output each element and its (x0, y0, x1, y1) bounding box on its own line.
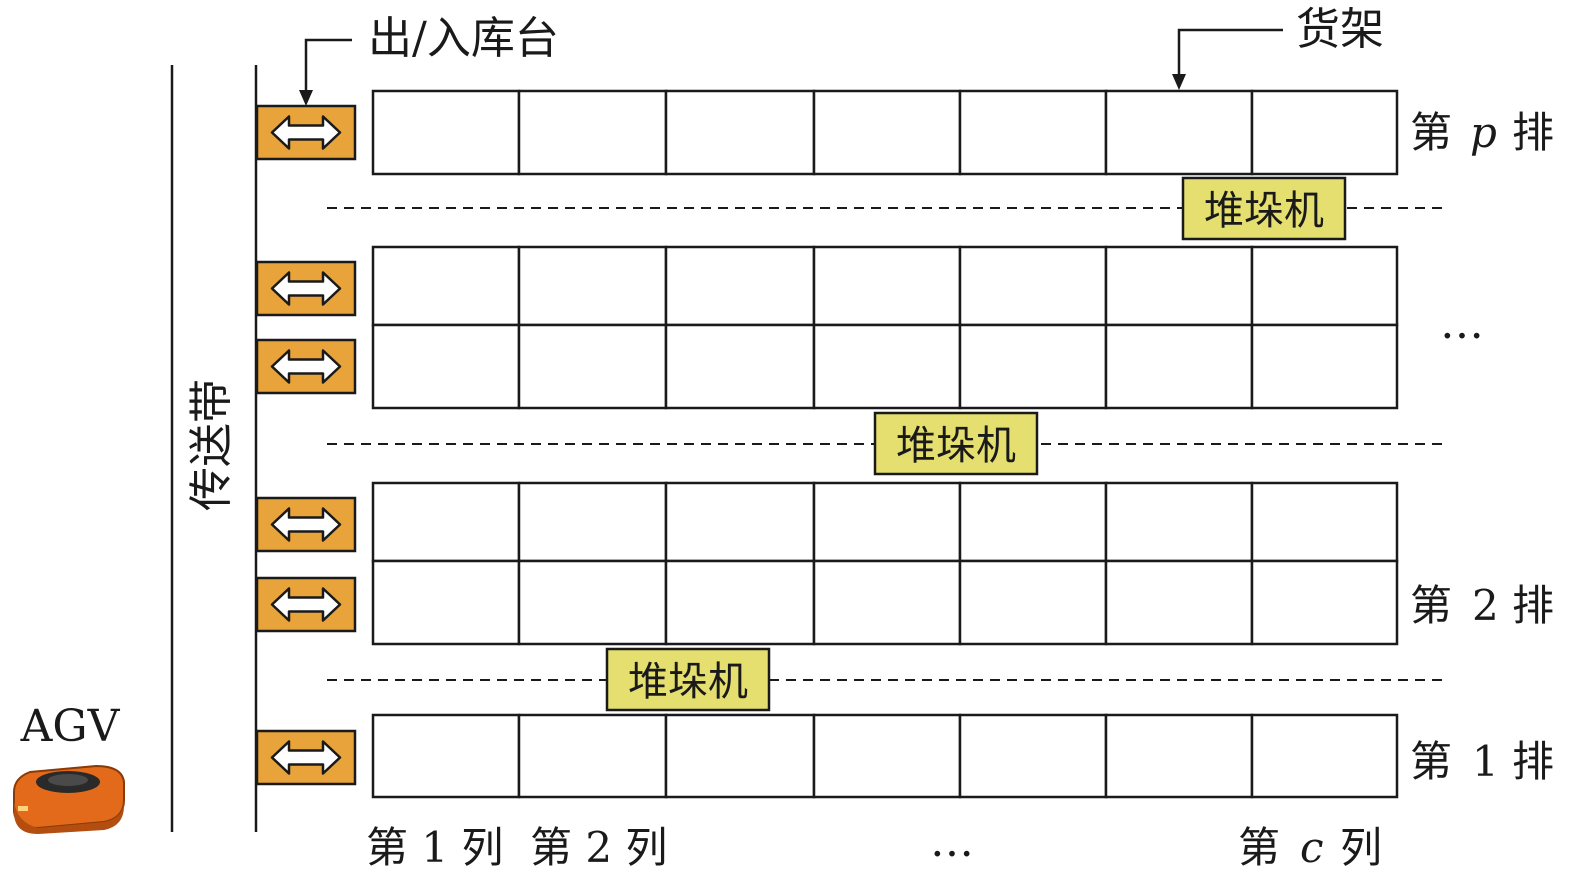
double-arrow-icon (270, 349, 342, 384)
agv-label: AGV (20, 701, 121, 752)
double-arrow-icon (270, 507, 342, 542)
col-label-suffix: 列 (1340, 823, 1382, 872)
row-label-prefix: 第 (1410, 581, 1452, 630)
row-label-p: 第 p 排 (1410, 108, 1554, 157)
shelf-cell (664, 713, 816, 799)
stacker-crane: 堆垛机 (1181, 176, 1347, 241)
io-port (255, 260, 357, 317)
shelf-cell (1250, 559, 1399, 646)
double-arrow-icon (270, 740, 342, 775)
row-label-prefix: 第 (1410, 108, 1452, 157)
shelf-cell (958, 323, 1108, 410)
shelf-cell (812, 481, 962, 563)
row-ellipsis: … (1440, 298, 1484, 349)
io-port (255, 104, 357, 161)
shelf-cell (664, 481, 816, 563)
shelf-cell (371, 481, 521, 563)
shelf-label: 货架 (1296, 4, 1384, 55)
io-station-label: 出/入库台 (368, 13, 559, 64)
row-label-var: p (1470, 108, 1497, 157)
shelf-cell (1250, 89, 1399, 176)
shelf-cell (1250, 323, 1399, 410)
col-label-c: 第 c 列 (1238, 823, 1382, 872)
shelf-cell (1104, 481, 1254, 563)
row-label-suffix: 排 (1512, 737, 1554, 786)
io-station-callout: 出/入库台 (299, 13, 559, 106)
shelf-cell (371, 245, 521, 327)
shelf-cell (1250, 245, 1399, 327)
double-arrow-icon (270, 587, 342, 622)
stacker-crane: 堆垛机 (605, 647, 771, 712)
row-label-prefix: 第 (1410, 737, 1452, 786)
shelf-cell (1104, 559, 1254, 646)
shelf-cell (664, 89, 816, 176)
shelf-cell (958, 481, 1108, 563)
shelf-cell (958, 245, 1108, 327)
shelf-cell (664, 559, 816, 646)
shelf-cell (517, 481, 668, 563)
shelf-cell (664, 245, 816, 327)
shelf-cell (664, 323, 816, 410)
shelf-cell (1104, 245, 1254, 327)
callout-line (304, 38, 352, 92)
col-label-1: 第 1 列 (366, 823, 503, 872)
col-label-2: 第 2 列 (530, 823, 667, 872)
shelf-cell (371, 713, 521, 799)
shelf-cell (1250, 481, 1399, 563)
arrow-head-icon (299, 90, 313, 106)
io-port (255, 496, 357, 553)
shelf-callout: 货架 (1172, 4, 1384, 90)
shelf-cell (812, 323, 962, 410)
shelf-cell (517, 245, 668, 327)
shelf-cell (371, 559, 521, 646)
io-port (255, 729, 357, 786)
callout-line (1177, 28, 1283, 76)
shelf-cell (1104, 89, 1254, 176)
row-label-1: 第 1 排 (1410, 737, 1554, 786)
conveyor-label: 传送带 (186, 379, 237, 511)
shelf-cell (1104, 323, 1254, 410)
stacker-label: 堆垛机 (628, 659, 748, 705)
row-label-suffix: 排 (1512, 108, 1554, 157)
shelf-cell (812, 713, 962, 799)
shelf-cell (812, 245, 962, 327)
col-ellipsis: … (930, 816, 974, 867)
shelf-cell (812, 89, 962, 176)
col-label-var: c (1300, 823, 1324, 872)
shelf-cell (812, 559, 962, 646)
double-arrow-icon (270, 271, 342, 306)
io-ports (255, 104, 357, 786)
shelf-groups (371, 89, 1399, 799)
col-label-prefix: 第 (1238, 823, 1280, 872)
shelf-cell (517, 323, 668, 410)
row-label-2: 第 2 排 (1410, 581, 1554, 630)
arrow-head-icon (1172, 74, 1186, 90)
stacker-crane: 堆垛机 (873, 411, 1039, 476)
shelf-cell (517, 713, 668, 799)
shelf-cell (1250, 713, 1399, 799)
double-arrow-icon (270, 115, 342, 150)
shelf-cell (1104, 713, 1254, 799)
stacker-label: 堆垛机 (1204, 188, 1324, 234)
row-label-num: 1 (1472, 737, 1499, 786)
agv-robot-icon (13, 764, 125, 834)
row-label-num: 2 (1472, 581, 1499, 630)
shelf-cell (958, 89, 1108, 176)
shelf-cell (517, 559, 668, 646)
shelf-cell (958, 559, 1108, 646)
io-port (255, 576, 357, 633)
shelf-cell (958, 713, 1108, 799)
shelf-cell (371, 323, 521, 410)
shelf-cell (517, 89, 668, 176)
io-port (255, 338, 357, 395)
stacker-label: 堆垛机 (896, 423, 1016, 469)
shelf-cell (371, 89, 521, 176)
row-label-suffix: 排 (1512, 581, 1554, 630)
